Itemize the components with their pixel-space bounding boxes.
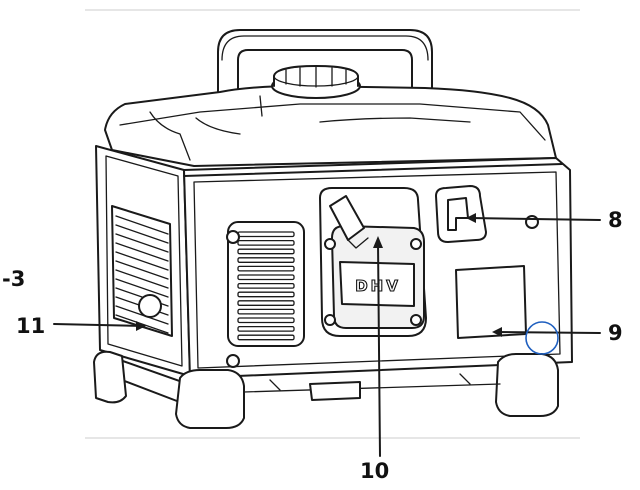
front-vent-slat (237, 231, 295, 238)
generator-body: DHV (93, 29, 573, 429)
callout-11: 11 (16, 314, 146, 338)
side-port (138, 294, 162, 318)
fuel-cap (271, 65, 361, 99)
front-vent-slat (237, 282, 295, 289)
callout-8: 8 (466, 208, 623, 232)
front-vent-slat (237, 265, 295, 272)
front-vent-slat (237, 274, 295, 281)
label-plate (455, 265, 527, 339)
side-vent-grille (111, 205, 173, 337)
callout-label-11: 11 (16, 314, 45, 338)
side-vent-slat (115, 233, 169, 253)
side-vent-slat (115, 242, 169, 262)
side-vent-slat (115, 215, 169, 235)
arrowhead-11 (136, 321, 146, 331)
side-vent-slat (115, 224, 169, 244)
side-vent-slat (115, 278, 169, 298)
front-vent-slat (237, 300, 295, 306)
choke-lever (329, 195, 369, 249)
callout-label-9: 9 (608, 321, 623, 345)
front-vent-slat (237, 308, 295, 315)
front-vent-grille (227, 221, 305, 347)
front-vent-slat (237, 317, 295, 324)
side-vent-slat (115, 269, 169, 289)
front-vent-slat (237, 325, 295, 332)
front-vent-slat (237, 248, 295, 255)
brand-label: DHV (355, 277, 401, 295)
front-vent-slat (237, 291, 295, 298)
callout-label-3: -3 (2, 267, 25, 291)
highlight-circle (525, 321, 559, 355)
arrowhead-9 (492, 327, 502, 337)
callout-label-10: 10 (360, 459, 389, 483)
callout-3: -3 (2, 267, 25, 291)
outlet-switch (435, 185, 487, 243)
front-vent-slat (237, 334, 295, 341)
side-vent-slat (115, 251, 169, 271)
frame-lines (85, 9, 580, 439)
arrowhead-10 (373, 236, 383, 248)
arrowhead-8 (466, 213, 476, 223)
side-vent-slat (115, 260, 169, 280)
side-vent-slat (115, 305, 169, 325)
front-vent-slat (237, 239, 295, 246)
front-vent-slat (237, 257, 295, 263)
callout-label-8: 8 (608, 208, 623, 232)
callout-9: 9 (492, 321, 623, 355)
callout-10: 10 (360, 236, 389, 483)
base-and-feet (93, 350, 559, 429)
top-cover (104, 85, 557, 167)
